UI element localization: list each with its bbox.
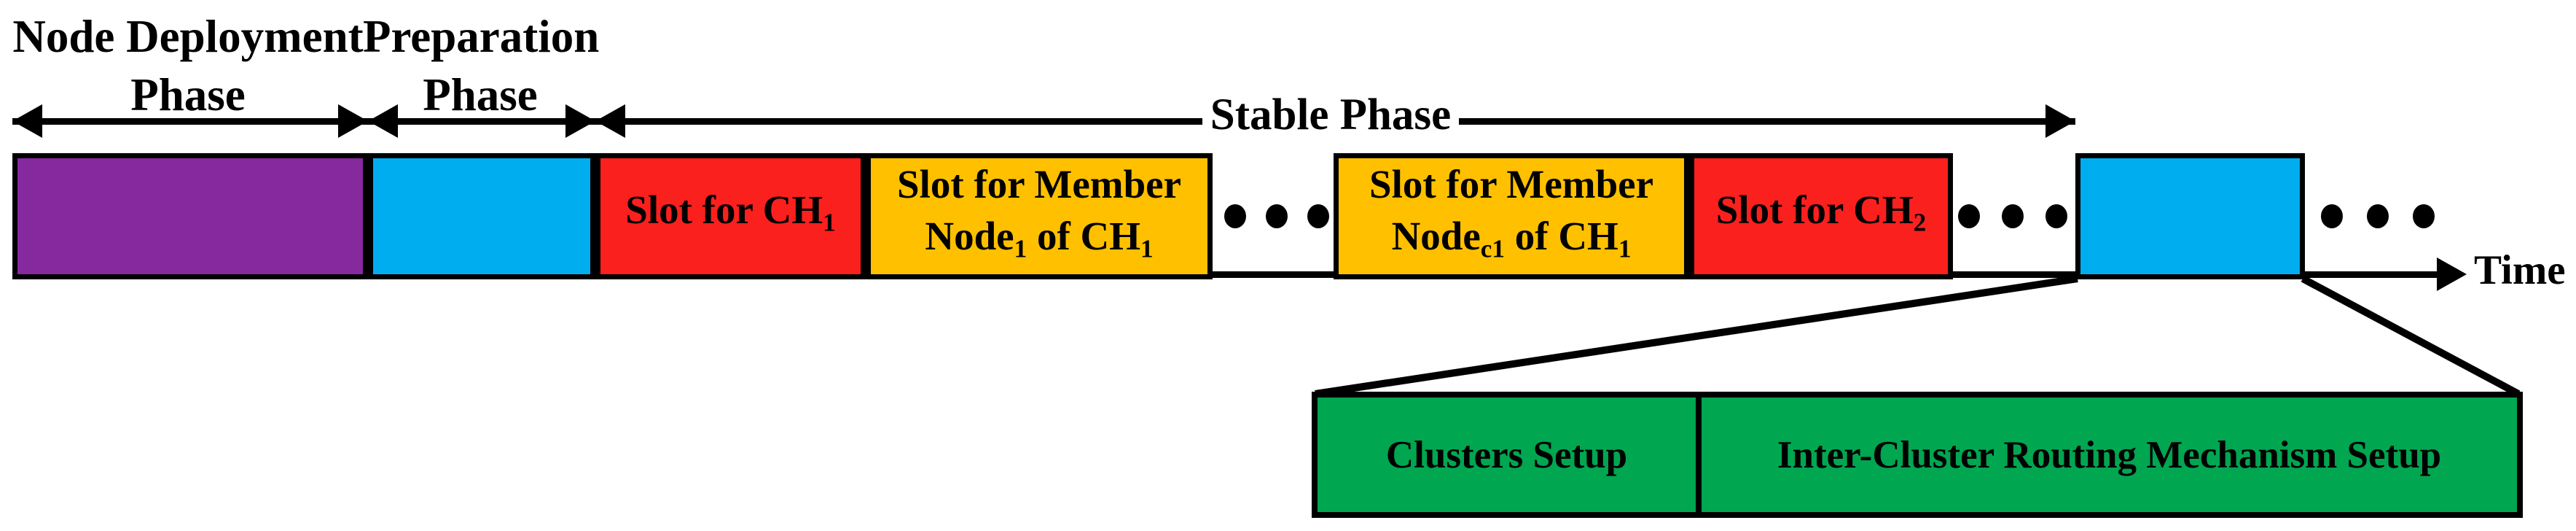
slot-ch2-box: Slot for CH2 (1689, 153, 1953, 279)
time-axis-arrowhead-icon (2437, 257, 2467, 291)
preparation-phase-label: Preparation Phase (363, 7, 600, 124)
subscript: 1 (1618, 234, 1632, 263)
slot-member-c1-line2: Nodec1 of CH1 (1391, 213, 1632, 263)
slot-ch1-box: Slot for CH1 (595, 153, 866, 279)
arrowhead-left-icon (368, 104, 398, 138)
slot-ch1-label: Slot for CH1 (625, 187, 836, 237)
node-deployment-phase-line2: Phase (130, 69, 246, 120)
subscript: 2 (1913, 208, 1927, 237)
subscript: 1 (823, 208, 836, 237)
slot-member1-line1: Slot for Member (897, 161, 1181, 206)
ellipsis-dot (2413, 204, 2435, 228)
arrowhead-right-icon (2045, 104, 2075, 138)
clusters-setup-cell: Clusters Setup (1318, 398, 1702, 512)
time-axis-line (12, 271, 2439, 278)
slot-member1-line2: Node1 of CH1 (925, 213, 1154, 263)
arrowhead-right-icon (338, 104, 368, 138)
expansion-line-left (1315, 275, 2078, 398)
node-deployment-phase-line1: Node Deployment (12, 11, 364, 62)
ellipsis-dot (2367, 204, 2389, 228)
preparation-box (368, 153, 595, 279)
slot-member1-label: Slot for Member Node1 of CH1 (897, 158, 1181, 275)
ellipsis-dot (2045, 204, 2067, 228)
slot-ch2-label: Slot for CH2 (1715, 187, 1927, 237)
ellipsis-dot (2321, 204, 2343, 228)
preparation-arrow-shaft (368, 118, 595, 125)
preparation-phase-line1: Preparation (363, 11, 600, 62)
arrowhead-left-icon (595, 104, 625, 138)
slot-member-c1-line1: Slot for Member (1369, 161, 1653, 206)
arrowhead-right-icon (565, 104, 595, 138)
stable-phase-label: Stable Phase (1210, 90, 1452, 139)
arrowhead-left-icon (12, 104, 42, 138)
node-deployment-phase-label: Node Deployment Phase (6, 7, 370, 124)
slot-member-c1-box: Slot for Member Nodec1 of CH1 (1334, 153, 1689, 279)
ellipsis-dot (1307, 204, 1329, 228)
stable-arrow-shaft-right (1459, 118, 2075, 125)
inter-cluster-routing-cell: Inter-Cluster Routing Mechanism Setup (1702, 398, 2517, 512)
ellipsis-dot (2002, 204, 2024, 228)
inter-cluster-routing-label: Inter-Cluster Routing Mechanism Setup (1777, 433, 2442, 476)
stable-arrow-shaft-left (595, 118, 1202, 125)
subscript: c1 (1480, 234, 1506, 263)
ellipsis-dot (1266, 204, 1288, 228)
expansion-line-right (2301, 275, 2521, 398)
expanded-setup-box: Clusters Setup Inter-Cluster Routing Mec… (1312, 392, 2523, 518)
subscript: 1 (1140, 234, 1154, 263)
setup-slot-box (2075, 153, 2305, 279)
ellipsis-dot (1958, 204, 1980, 228)
subscript: 1 (1014, 234, 1027, 263)
node-deployment-arrow-shaft (12, 118, 368, 125)
time-axis-label: Time (2474, 247, 2566, 293)
node-deployment-box (12, 153, 368, 279)
clusters-setup-label: Clusters Setup (1385, 433, 1628, 476)
slot-member1-box: Slot for Member Node1 of CH1 (866, 153, 1213, 279)
slot-member-c1-label: Slot for Member Nodec1 of CH1 (1369, 158, 1653, 275)
preparation-phase-line2: Phase (423, 69, 538, 120)
ellipsis-dot (1224, 204, 1246, 228)
